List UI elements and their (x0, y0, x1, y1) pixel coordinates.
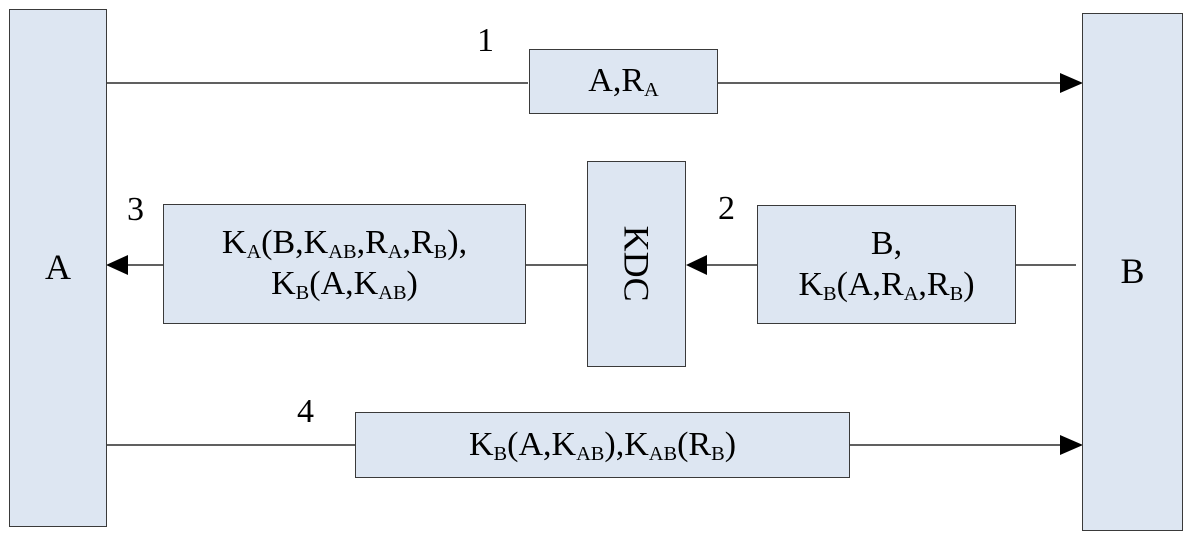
step-number-1: 1 (477, 22, 494, 59)
message-4-box: KB(A,KAB),KAB(RB) (355, 412, 850, 478)
entity-b-label: B (1120, 251, 1145, 292)
message-4-text: KB(A,KAB),KAB(RB) (468, 425, 737, 465)
step-number-2: 2 (718, 190, 735, 227)
arrow-4-head (1060, 435, 1083, 455)
message-3-line-1: KA(B,KAB,RA,RB), (221, 224, 468, 264)
entity-b-box: B (1082, 13, 1183, 531)
arrow-3-head (106, 255, 128, 275)
message-2-box: B, KB(A,RA,RB) (757, 205, 1016, 324)
kdc-label: KDC (617, 225, 658, 303)
message-2-line-2: KB(A,RA,RB) (798, 265, 975, 305)
message-3-box: KA(B,KAB,RA,RB), KB(A,KAB) (163, 204, 526, 324)
kdc-box: KDC (587, 161, 686, 367)
step-number-4: 4 (297, 393, 314, 430)
entity-a-label: A (45, 247, 71, 288)
message-3-line-2: KB(A,KAB) (271, 265, 418, 305)
message-2-line-1: B, (870, 224, 903, 262)
arrow-2-head (686, 255, 707, 275)
arrow-1-head (1060, 73, 1083, 93)
message-1-box: A,RA (529, 49, 718, 114)
step-number-3: 3 (127, 191, 144, 228)
entity-a-box: A (9, 9, 107, 527)
message-1-text: A,RA (588, 62, 659, 102)
